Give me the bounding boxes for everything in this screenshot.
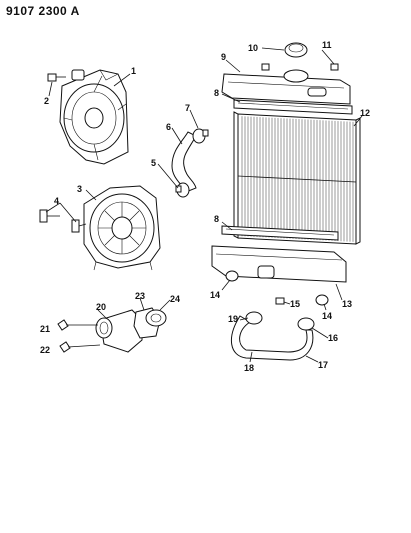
callout-14-left: 14 [210,290,220,300]
callout-7: 7 [185,103,190,113]
callout-5: 5 [151,158,156,168]
water-outlet-20 [95,309,143,353]
callout-23: 23 [135,291,145,301]
callout-22: 22 [40,345,50,355]
callout-1: 1 [131,66,136,76]
callout-24: 24 [170,294,180,304]
callout-11: 11 [322,40,332,50]
bolt-11 [261,63,339,71]
callout-17: 17 [318,360,328,370]
radiator-core [233,111,361,245]
bottom-tank-gasket [221,225,339,241]
callout-9: 9 [221,52,226,62]
callout-15: 15 [290,299,300,309]
callout-8-top: 8 [214,88,219,98]
top-tank-gasket [233,99,353,115]
callout-14-right: 14 [322,311,332,321]
fan-shroud-upper [59,69,129,165]
clip-15 [275,297,285,305]
bolt-2 [47,73,66,82]
radiator-cap-10 [284,42,308,58]
lower-radiator-hose [231,315,314,361]
callout-3: 3 [77,184,82,194]
fan-shroud-lower [83,185,161,271]
callout-labels: 1 2 3 4 5 6 7 8 8 9 10 11 12 13 14 14 15… [40,40,370,373]
callout-6: 6 [166,122,171,132]
bolt-21 [57,319,98,331]
callout-12: 12 [360,108,370,118]
callout-21: 21 [40,324,50,334]
callout-13: 13 [342,299,352,309]
hose-clamp-19 [245,311,263,325]
callout-19: 19 [228,314,238,324]
radiator-bottom-tank [211,245,347,283]
hose-clamp-16 [297,317,315,331]
radiator-top-tank [221,69,351,105]
callout-18: 18 [244,363,254,373]
diagram-code: 9107 2300 A [6,4,80,18]
callout-8-bottom: 8 [214,214,219,224]
hose-clamp-5 [175,182,190,198]
bolt-22 [59,341,101,353]
callout-20: 20 [96,302,106,312]
hose-clamp-7 [192,128,209,144]
thermostat-24 [145,309,167,327]
shroud-clips-4 [39,209,87,233]
drain-plug-14 [225,270,329,306]
callout-16: 16 [328,333,338,343]
callout-4: 4 [54,196,59,206]
leader-lines [45,47,363,363]
callout-10: 10 [248,43,258,53]
callout-2: 2 [44,96,49,106]
